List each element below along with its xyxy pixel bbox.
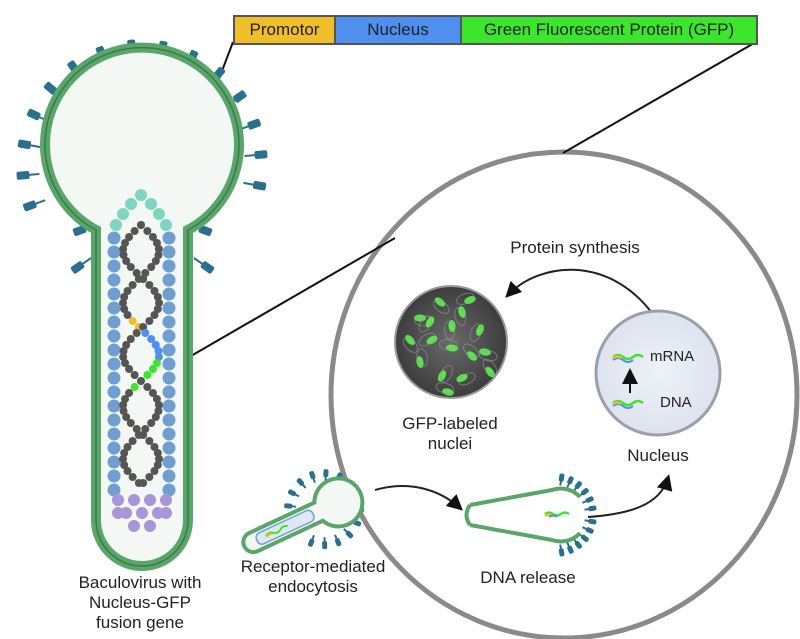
gene-segment-gfp: Green Fluorescent Protein (GFP) [460,15,758,45]
nucleus-circle [594,309,722,437]
gene-segment-promotor: Promotor [233,15,336,45]
glycoprotein-icon [243,180,267,191]
baculovirus-envelope [40,42,244,571]
nucleus-label: Nucleus [627,446,689,465]
host-cell [328,149,800,639]
endocytosis-label-line2: endocytosis [268,577,358,596]
mrna-label: mRNA [650,348,695,365]
glycoprotein-icon [70,257,92,274]
glycoprotein-icon [244,150,268,159]
glycoprotein-icon [193,257,215,274]
dna-helix [119,221,163,487]
glycoprotein-icon [581,526,594,534]
dna-release-virus [464,473,597,557]
mrna-strand-icon-2 [612,357,634,363]
zoom-line-right [562,41,757,154]
glycoprotein-icon [584,505,597,512]
nuclear-entry-arrow [587,474,673,518]
glycoprotein-icon [581,496,594,504]
glycoprotein-icon [566,476,574,489]
glycoprotein-icon [334,534,342,547]
endocytosis-label-line1: Receptor-mediated [240,557,386,576]
dna-strand-icon-3 [612,401,622,406]
baculovirus-label-line2: Nucleus-GFP [88,593,192,612]
dna-release-label: DNA release [480,568,576,587]
gfp-cells [402,292,498,396]
glycoprotein-icon [284,503,297,509]
gfp-label-line2: nuclei [427,434,473,453]
mrna-strand-icon-3 [612,355,622,360]
glycoprotein-icon [22,199,46,212]
dna-label: DNA [660,394,692,411]
capsid [107,189,176,532]
release-arrow [374,485,463,511]
mrna-strand-icon [612,353,644,361]
dna-strand-icon [612,399,644,407]
protein-synthesis-label: Protein synthesis [510,238,640,257]
gene-segment-nucleus: Nucleus [334,15,462,45]
endocytosis-virus [241,469,365,555]
glycoprotein-icon [322,537,328,550]
glycoprotein-icon [558,473,565,486]
gfp-microscopy-image [394,285,508,399]
glycoprotein-icon [17,139,41,150]
gfp-nuclei-label: GFP-labeled nuclei [370,414,530,454]
baculovirus-label-line1: Baculovirus with [78,573,202,592]
glycoprotein-icon [343,528,354,539]
dna-strand-icon-2 [612,403,634,409]
endocytosis-label: Receptor-mediated endocytosis [228,557,398,597]
glycoprotein-icon [16,171,40,180]
glycoprotein-icon [566,541,574,554]
glycoprotein-icon [558,544,565,557]
glycoprotein-icon [309,471,316,483]
glycoprotein-icon [296,478,307,489]
gfp-label-line1: GFP-labeled [402,414,498,433]
baculovirus-label: Baculovirus with Nucleus-GFP fusion gene [40,573,240,633]
glycoprotein-icon [584,518,597,525]
glycoprotein-icon [287,489,300,498]
protein-synthesis-arrow [505,268,653,314]
glycoprotein-icon [307,534,315,547]
baculovirus-inner-membrane [44,46,240,567]
baculovirus-label-line3: fusion gene [96,613,184,632]
